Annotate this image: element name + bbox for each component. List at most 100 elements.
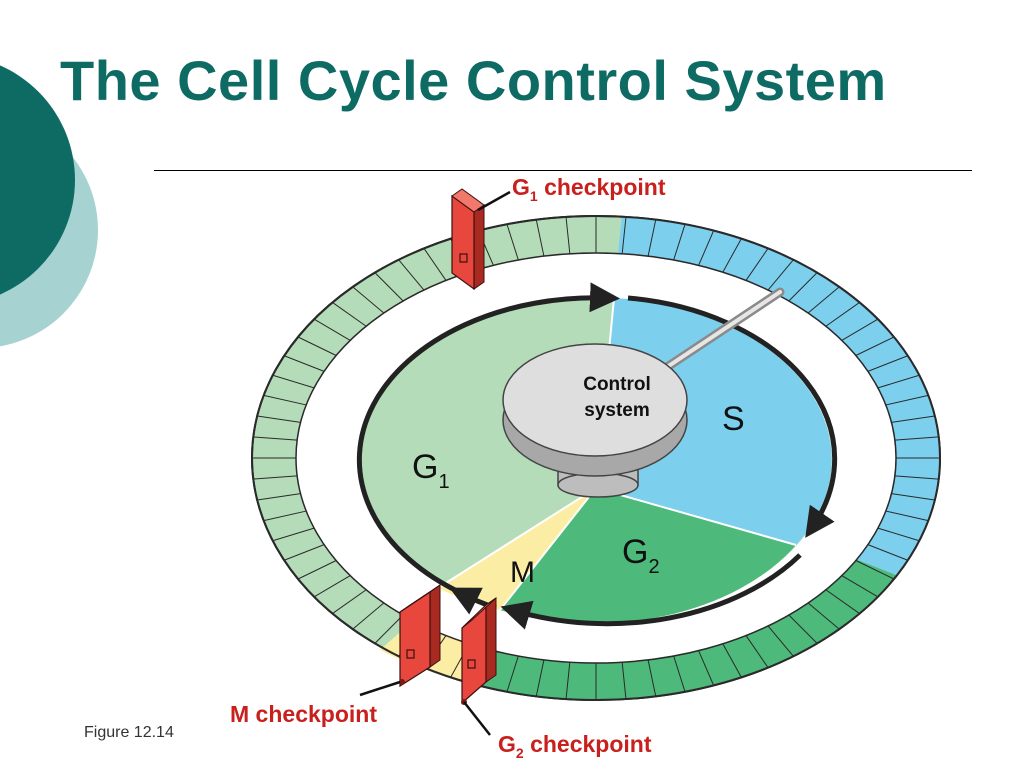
ring-segment-divider — [272, 374, 315, 389]
ring-segment-divider — [877, 527, 920, 542]
g2-checkpoint-letter: G — [498, 731, 516, 757]
m-checkpoint-leader — [359, 680, 401, 697]
g1-checkpoint-leader — [477, 190, 511, 212]
phase-label-g1: G1 — [412, 448, 450, 493]
ring-segment-divider — [352, 286, 385, 314]
phase-g1-subscript: 1 — [438, 471, 449, 493]
ring-segment-divider — [788, 614, 818, 644]
g2-gate-top — [461, 597, 497, 629]
phase-label-s: S — [722, 400, 745, 438]
dark-teal-circle — [0, 65, 75, 295]
title-divider — [154, 170, 972, 171]
ring-segment-divider — [297, 560, 337, 580]
cycle-arrow-s — [627, 295, 838, 538]
m-gate-top — [399, 584, 441, 613]
ring-segment-divider — [263, 394, 307, 406]
ring-segment-divider — [506, 224, 519, 261]
ring-segment-divider — [825, 589, 860, 614]
ring-segment-divider — [673, 224, 686, 261]
ring-segment-divider — [535, 659, 545, 697]
g1-gate-side — [473, 204, 485, 290]
ring-segment-divider — [825, 302, 860, 327]
ring-segment-divider — [867, 355, 908, 372]
phase-m-letter: M — [510, 556, 535, 589]
slide-title: The Cell Cycle Control System — [60, 49, 887, 112]
ring-segment-divider — [398, 259, 425, 291]
phase-s-letter: S — [722, 400, 745, 438]
ring-segment-divider — [257, 493, 301, 501]
m-checkpoint-gate — [399, 584, 441, 688]
ring-segment-divider — [807, 602, 840, 630]
g2-gate-side — [485, 597, 497, 683]
ring-segment-divider — [855, 336, 895, 356]
ring-segment-divider — [673, 655, 686, 692]
g1-gate-latch — [459, 253, 468, 263]
m-gate-pin — [399, 679, 405, 685]
ring-segment-divider — [745, 635, 769, 668]
ring-segment-divider — [313, 318, 351, 341]
decorative-circles — [0, 65, 98, 347]
g1-checkpoint-subscript: 1 — [530, 188, 538, 204]
ring-segment-divider — [885, 510, 929, 522]
ring-segment-divider — [621, 662, 627, 700]
g2-checkpoint-gate — [461, 597, 497, 705]
ring-outline — [251, 215, 941, 701]
ring-segment-divider — [891, 493, 935, 501]
g1-gate-top — [451, 188, 485, 213]
m-gate-latch — [406, 649, 415, 659]
ring-segment-divider — [423, 248, 447, 281]
figure-label: Figure 12.14 — [84, 724, 174, 741]
m-checkpoint-suffix: checkpoint — [249, 701, 377, 727]
ring-segment-divider — [284, 544, 325, 561]
ring-segment-divider — [374, 272, 404, 302]
ring-segment-divider — [313, 575, 351, 598]
phase-label-g2: G2 — [622, 533, 660, 578]
ring-segment-divider — [894, 475, 939, 480]
m-checkpoint-letter: M — [230, 701, 249, 727]
ring-segment-divider — [284, 355, 325, 372]
ring-segment-divider — [332, 589, 367, 614]
control-system-dial: Control system — [502, 287, 785, 498]
ring-segment-divider — [767, 259, 794, 291]
ring-segment-divider — [647, 219, 657, 257]
ring-segment-divider — [698, 650, 715, 686]
control-system-label-line1: Control — [583, 374, 651, 395]
ring-segment-divider — [885, 394, 929, 406]
ring-segment-divider — [722, 643, 742, 678]
g2-checkpoint-suffix: checkpoint — [524, 731, 652, 757]
ring-segment-divider — [297, 336, 337, 356]
m-gate-side — [429, 584, 441, 668]
m-divider — [499, 487, 597, 611]
ring-segment-divider — [807, 286, 840, 314]
ring-segment-divider — [506, 655, 519, 692]
disc-m-sector — [438, 488, 596, 610]
ring-segment-divider — [253, 436, 298, 441]
phase-label-m: M — [510, 556, 535, 589]
ring-segment-divider — [565, 216, 571, 254]
ring-segment-divider — [767, 625, 794, 657]
ring-segment-divider — [621, 216, 627, 254]
ring-segment-divider — [332, 302, 367, 327]
ring-segment-divider — [855, 560, 895, 580]
g2-gate-latch — [467, 659, 476, 669]
ring-segment-divider — [877, 374, 920, 389]
phase-g2-letter: G — [622, 533, 648, 571]
ring-segment-divider — [272, 527, 315, 542]
dial-top — [502, 343, 688, 457]
ring-segment-divider — [788, 272, 818, 302]
ring-segment-divider — [565, 662, 571, 700]
g2-divider — [595, 487, 797, 546]
g1-checkpoint-letter: G — [512, 174, 530, 200]
g2-checkpoint-label: G2 checkpoint — [498, 731, 652, 761]
ring-segment-divider — [745, 248, 769, 281]
ring-segment-divider — [891, 415, 935, 423]
ring-segment-divider — [722, 238, 742, 273]
cycle-arrow-g2 — [500, 553, 802, 630]
ring-segment-divider — [374, 614, 404, 644]
ring-segment-divider — [535, 219, 545, 257]
disc-g2-sector — [500, 488, 796, 624]
g1-checkpoint-label: G1 checkpoint — [512, 174, 666, 204]
g1-divider — [437, 487, 597, 589]
g2-checkpoint-subscript: 2 — [516, 745, 524, 761]
